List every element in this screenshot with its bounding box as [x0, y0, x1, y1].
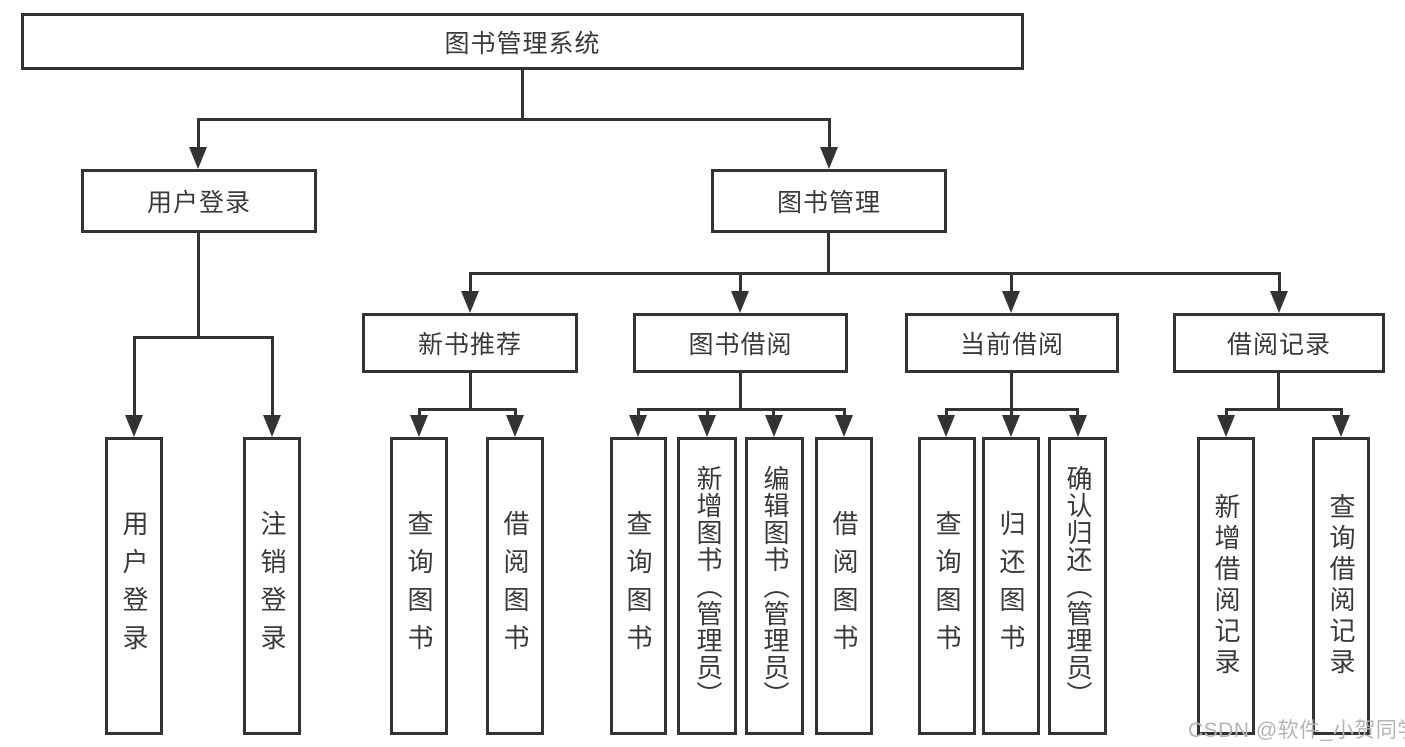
- node-borrowing-records: 借阅记录: [1173, 313, 1385, 373]
- node-user-login: 用户登录: [81, 169, 317, 233]
- connector-drop: [1340, 408, 1343, 418]
- connector-drop: [1225, 408, 1228, 418]
- leaf-add-book-admin: 新增图书（管理员）: [677, 437, 737, 735]
- csdn-watermark: CSDN @软件_小贺同学: [1188, 719, 1405, 742]
- connector-root-stem: [521, 70, 524, 119]
- arrowhead-down-icon: [410, 415, 428, 437]
- connector-drop: [1076, 408, 1079, 418]
- connector-stem: [1277, 373, 1280, 411]
- arrowhead-down-icon: [820, 147, 838, 169]
- node-book-management: 图书管理: [711, 169, 947, 233]
- connector-drop: [133, 336, 136, 420]
- connector-stem: [1010, 373, 1013, 411]
- arrowhead-down-icon: [1002, 291, 1020, 313]
- arrowhead-down-icon: [1217, 415, 1235, 437]
- connector-user-login-stem: [197, 233, 200, 338]
- leaf-query-books-borrowing: 查询图书: [610, 437, 667, 735]
- leaf-borrow-books-borrowing: 借阅图书: [815, 437, 873, 735]
- connector-drop: [772, 408, 775, 418]
- arrowhead-down-icon: [125, 415, 143, 437]
- connector-drop: [945, 408, 948, 418]
- connector-root-rail: [197, 118, 831, 121]
- connector-drop: [739, 272, 742, 296]
- node-root: 图书管理系统: [21, 13, 1024, 70]
- connector-stem: [739, 373, 742, 411]
- arrowhead-down-icon: [1270, 291, 1288, 313]
- connector-book-management-rail: [469, 272, 1281, 275]
- leaf-query-borrow-record: 查询借阅记录: [1312, 437, 1370, 735]
- connector-stem: [469, 373, 472, 411]
- connector-drop: [418, 408, 421, 418]
- node-new-book-recommendation: 新书推荐: [362, 313, 578, 373]
- leaf-return-books: 归还图书: [982, 437, 1040, 735]
- connector-rail: [637, 408, 846, 411]
- arrowhead-down-icon: [731, 291, 749, 313]
- arrowhead-down-icon: [765, 415, 783, 437]
- connector-drop: [1278, 272, 1281, 296]
- leaf-borrow-books-recommend: 借阅图书: [486, 437, 544, 735]
- connector-user-login-rail: [133, 336, 274, 339]
- node-book-borrowing: 图书借阅: [633, 313, 848, 373]
- arrowhead-down-icon: [263, 415, 281, 437]
- connector-drop: [1010, 272, 1013, 296]
- connector-drop: [514, 408, 517, 418]
- arrowhead-down-icon: [835, 415, 853, 437]
- arrowhead-down-icon: [1332, 415, 1350, 437]
- leaf-query-books-recommend: 查询图书: [390, 437, 448, 735]
- leaf-edit-book-admin: 编辑图书（管理员）: [745, 437, 804, 735]
- connector-drop: [1010, 408, 1013, 418]
- connector-book-management-stem: [827, 233, 830, 274]
- arrowhead-down-icon: [1069, 415, 1087, 437]
- connector-drop: [469, 272, 472, 296]
- arrowhead-down-icon: [506, 415, 524, 437]
- connector-drop: [197, 118, 200, 152]
- leaf-user-login: 用户登录: [105, 437, 163, 735]
- arrowhead-down-icon: [937, 415, 955, 437]
- leaf-add-borrow-record: 新增借阅记录: [1197, 437, 1255, 735]
- connector-drop: [706, 408, 709, 418]
- arrowhead-down-icon: [698, 415, 716, 437]
- connector-drop: [637, 408, 640, 418]
- connector-rail: [1225, 408, 1343, 411]
- connector-drop: [843, 408, 846, 418]
- arrowhead-down-icon: [1002, 415, 1020, 437]
- connector-drop: [271, 336, 274, 420]
- arrowhead-down-icon: [461, 291, 479, 313]
- node-current-borrowing: 当前借阅: [905, 313, 1119, 373]
- leaf-query-books-current: 查询图书: [918, 437, 976, 735]
- connector-rail: [418, 408, 517, 411]
- connector-drop: [828, 118, 831, 152]
- leaf-confirm-return-admin: 确认归还（管理员）: [1048, 437, 1107, 735]
- leaf-logout: 注销登录: [243, 437, 301, 735]
- arrowhead-down-icon: [629, 415, 647, 437]
- arrowhead-down-icon: [189, 147, 207, 169]
